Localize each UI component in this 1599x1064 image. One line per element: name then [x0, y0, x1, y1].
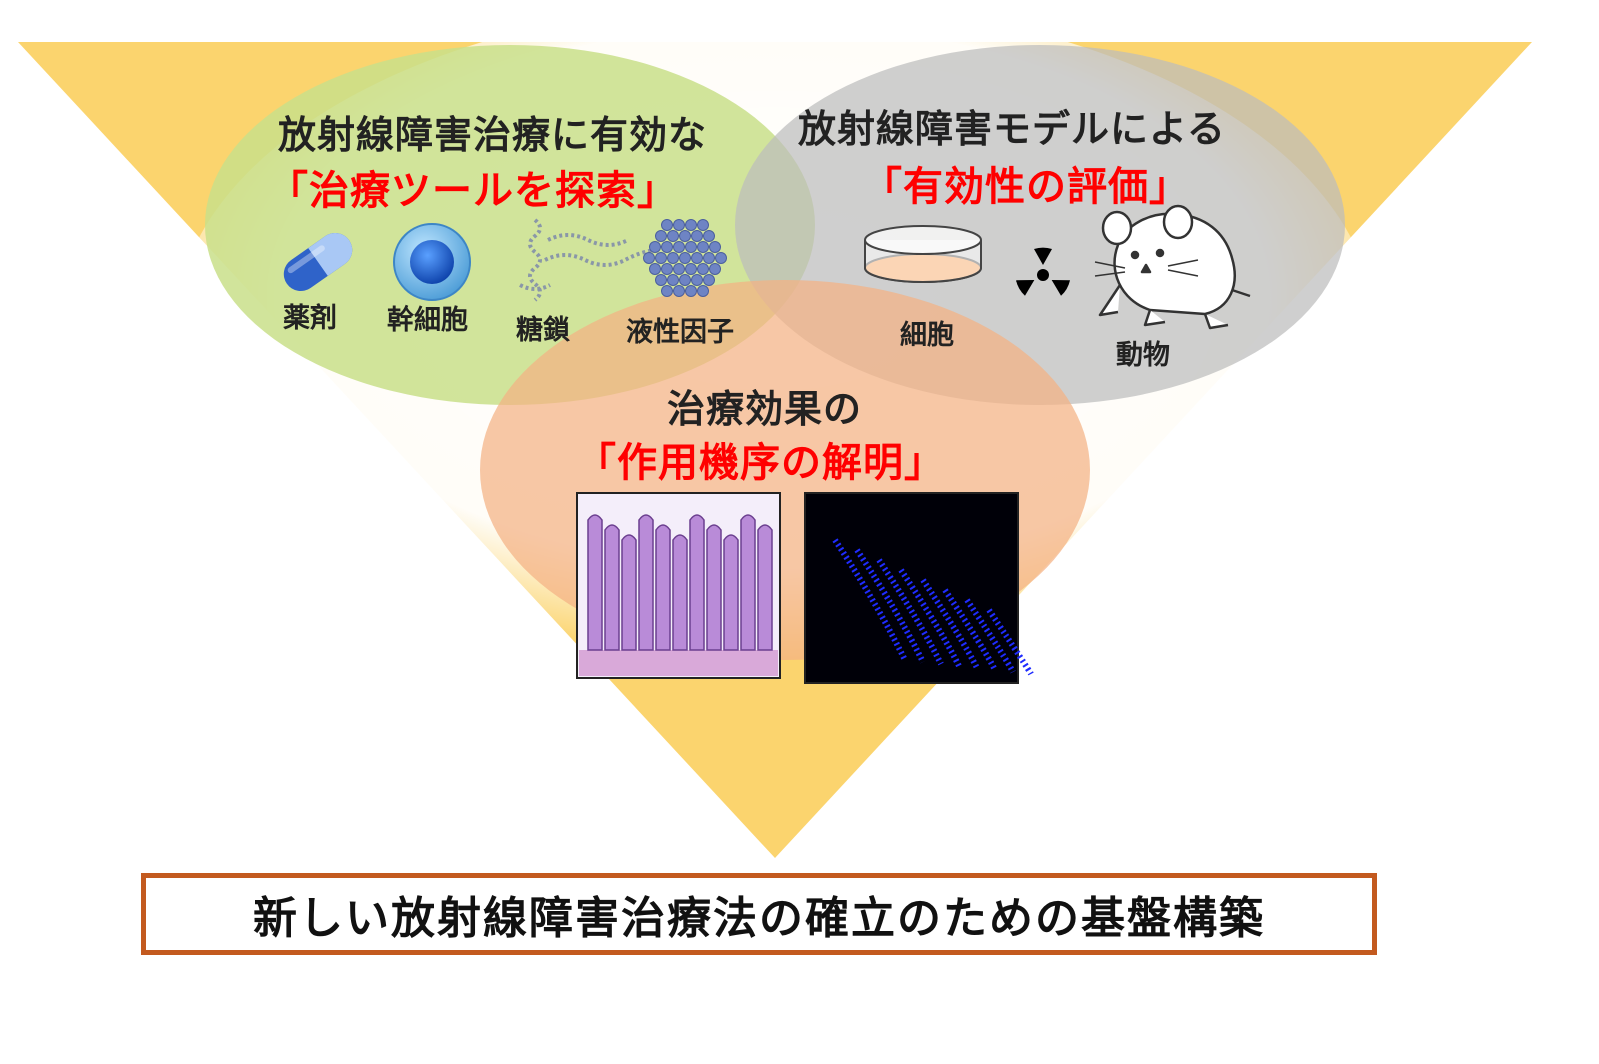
mouse-icon: [1094, 204, 1251, 330]
factor-dot: [697, 285, 709, 297]
factor-dot: [667, 274, 679, 286]
fluorescent-tissue-image: [804, 492, 1034, 684]
fluorescent-villus: [876, 558, 944, 666]
factor-dot: [703, 252, 715, 264]
radiation-icon: [1015, 247, 1071, 296]
factor-dot: [703, 230, 715, 242]
tissue-villus: [706, 524, 722, 651]
evaluation-emphasis: 「有効性の評価」: [862, 164, 1190, 210]
factor-dot: [679, 274, 691, 286]
search-heading: 放射線障害治療に有効な: [278, 113, 708, 157]
factor-dot: [685, 285, 697, 297]
item-label-drug: 薬剤: [283, 303, 337, 334]
mechanism-emphasis: 「作用機序の解明」: [576, 440, 945, 486]
item-label-animal: 動物: [1116, 340, 1170, 371]
tissue-villus: [689, 514, 705, 651]
factor-dot: [667, 230, 679, 242]
factor-dot: [691, 230, 703, 242]
fluorescent-villus: [920, 578, 980, 670]
factor-dot: [679, 230, 691, 242]
factor-dot: [667, 252, 679, 264]
he-stained-tissue-image: [576, 492, 781, 679]
fluorescent-villus: [854, 548, 926, 664]
factor-dot: [685, 263, 697, 275]
goal-text: 新しい放射線障害治療法の確立のための基盤構築: [253, 893, 1265, 944]
factor-dot: [655, 230, 667, 242]
item-label-cell: 細胞: [900, 320, 954, 351]
stem-cell-icon: [393, 223, 471, 301]
tissue-villus: [723, 534, 739, 651]
factor-dot: [655, 252, 667, 264]
factor-dot: [715, 252, 727, 264]
factor-dot: [649, 241, 661, 253]
factor-dot: [685, 219, 697, 231]
mechanism-heading: 治療効果の: [667, 387, 863, 431]
sugar-chain-icon: [519, 218, 656, 302]
factor-dot: [685, 241, 697, 253]
search-emphasis: 「治療ツールを探索」: [268, 168, 678, 214]
fluorescent-villus: [832, 538, 908, 662]
tissue-villus: [672, 534, 688, 651]
item-label-humoral-factor: 液性因子: [626, 317, 734, 348]
evaluation-heading: 放射線障害モデルによる: [798, 107, 1226, 151]
item-label-sugar-chain: 糖鎖: [516, 315, 570, 346]
tissue-villus: [621, 534, 637, 651]
factor-dot: [673, 263, 685, 275]
factor-dot: [673, 285, 685, 297]
factor-dot: [643, 252, 655, 264]
tissue-villus: [655, 524, 671, 651]
factor-dot: [679, 252, 691, 264]
factor-dot: [655, 274, 667, 286]
factor-dot: [661, 241, 673, 253]
tissue-villus: [638, 514, 654, 651]
factor-dot: [697, 219, 709, 231]
factor-dot: [697, 241, 709, 253]
factor-dot: [661, 263, 673, 275]
factor-dot: [703, 274, 715, 286]
factor-dot: [709, 263, 721, 275]
humoral-factor-icon: [643, 219, 727, 297]
factor-dot: [691, 274, 703, 286]
factor-dot: [697, 263, 709, 275]
factor-dot: [661, 285, 673, 297]
factor-dot: [691, 252, 703, 264]
item-label-stem-cell: 幹細胞: [387, 305, 468, 336]
factor-dot: [661, 219, 673, 231]
tissue-villus: [604, 524, 620, 651]
capsule-icon: [283, 232, 353, 292]
tissue-villus: [757, 524, 773, 651]
tissue-villus: [587, 514, 603, 651]
tissue-villus: [740, 514, 756, 651]
factor-dot: [709, 241, 721, 253]
factor-dot: [673, 241, 685, 253]
factor-dot: [649, 263, 661, 275]
goal-box: 新しい放射線障害治療法の確立のための基盤構築: [141, 873, 1377, 955]
factor-dot: [673, 219, 685, 231]
petri-dish-icon: [864, 225, 982, 283]
